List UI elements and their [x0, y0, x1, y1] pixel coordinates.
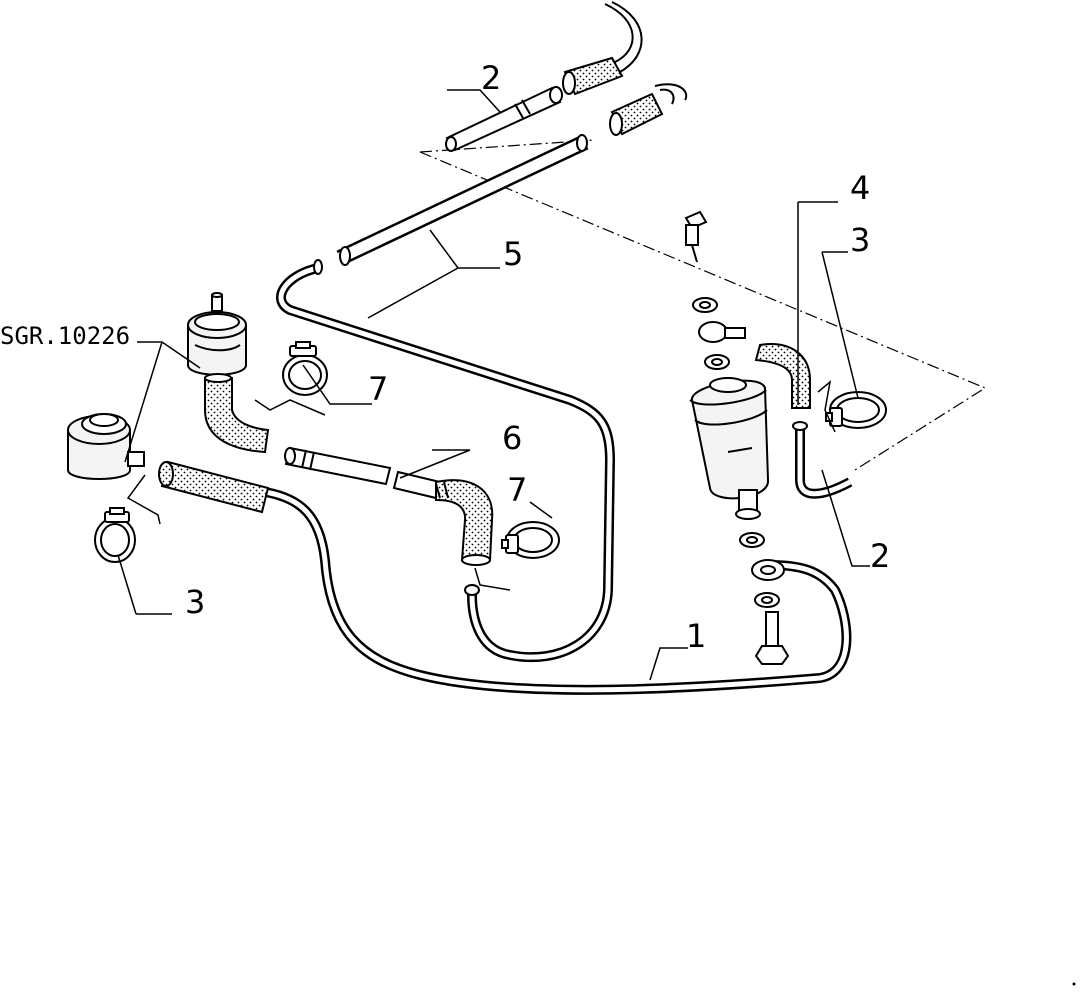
callout-7-lower: 7 [507, 471, 528, 509]
callout-6: 6 [502, 419, 523, 457]
incoming-hose-sleeve-lower [609, 92, 664, 136]
vacuum-valve-upper [187, 292, 247, 376]
section-marks [126, 380, 836, 591]
hose-clamp-left [94, 507, 136, 563]
callout-3-right: 3 [850, 221, 871, 259]
callout-4: 4 [850, 169, 871, 207]
callout-2-upper: 2 [481, 59, 502, 97]
fuel-filter-lower-fitting [739, 532, 790, 665]
hose-sleeve-part-1 [158, 460, 270, 514]
drawing-code: SGR.10226 [0, 322, 131, 350]
pipe-part-2-upper [445, 86, 563, 152]
callout-5: 5 [503, 235, 524, 273]
hose-clamp-right [825, 391, 887, 429]
callout-2-right: 2 [870, 537, 891, 575]
fuel-filter-upper-fitting [684, 210, 746, 370]
pipe-part-1 [264, 487, 852, 695]
elbow-hose-part-6 [435, 479, 494, 566]
hose-clamp-lower-mid [501, 521, 560, 559]
elbow-hose-part-4 [754, 343, 811, 409]
vacuum-valve-upper-hose [204, 373, 270, 454]
pipe-part-5 [276, 134, 616, 663]
leader-lines [117, 89, 870, 681]
incoming-fuel-lines [604, 1, 688, 105]
callout-7-upper: 7 [368, 370, 389, 408]
vacuum-valve-lower [67, 413, 145, 480]
pipe-part-6 [284, 446, 442, 500]
incoming-hose-sleeve-upper [562, 56, 624, 96]
pipe-part-2-right [792, 421, 853, 499]
corner-dot [1072, 982, 1076, 986]
callout-1: 1 [686, 617, 707, 655]
fuel-filter [689, 377, 770, 520]
callout-3-left: 3 [185, 583, 206, 621]
